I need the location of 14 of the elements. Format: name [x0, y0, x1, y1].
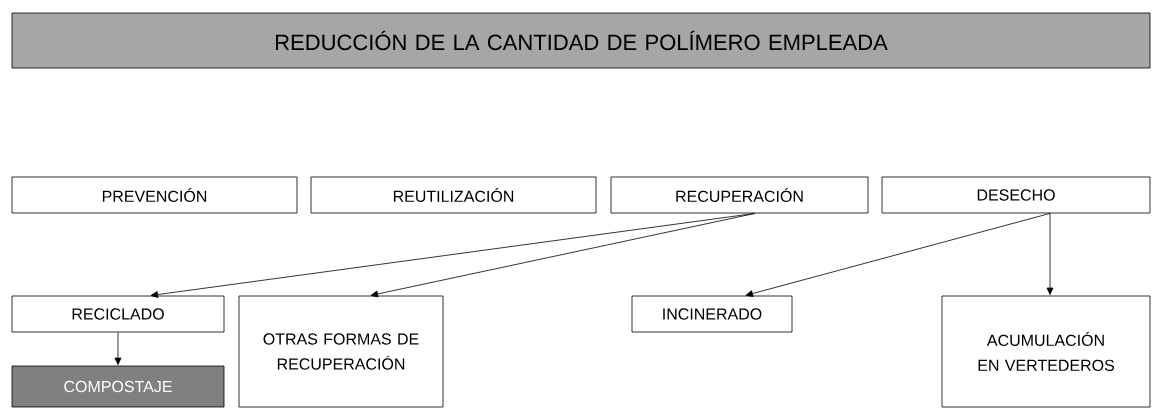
title-box: REDUCCIÓN DE LA CANTIDAD DE POLÍMERO EMPLEADA — [11, 12, 1151, 69]
process-box: COMPOSTAJE — [11, 365, 225, 408]
process-box: DESECHO — [881, 176, 1151, 214]
arrow — [745, 213, 1051, 297]
arrow — [114, 332, 122, 365]
process-box: INCINERADO — [631, 295, 793, 333]
process-box: ACUMULACIÓN EN VERTEDEROS — [941, 295, 1151, 408]
process-box: OTRAS FORMAS DE RECUPERACIÓN — [238, 295, 444, 408]
arrow — [370, 213, 756, 298]
process-box: RECUPERACIÓN — [610, 176, 869, 214]
process-box: REUTILIZACIÓN — [310, 176, 597, 214]
process-box: RECICLADO — [11, 295, 225, 333]
arrow — [1046, 213, 1054, 295]
process-box: PREVENCIÓN — [11, 176, 298, 214]
